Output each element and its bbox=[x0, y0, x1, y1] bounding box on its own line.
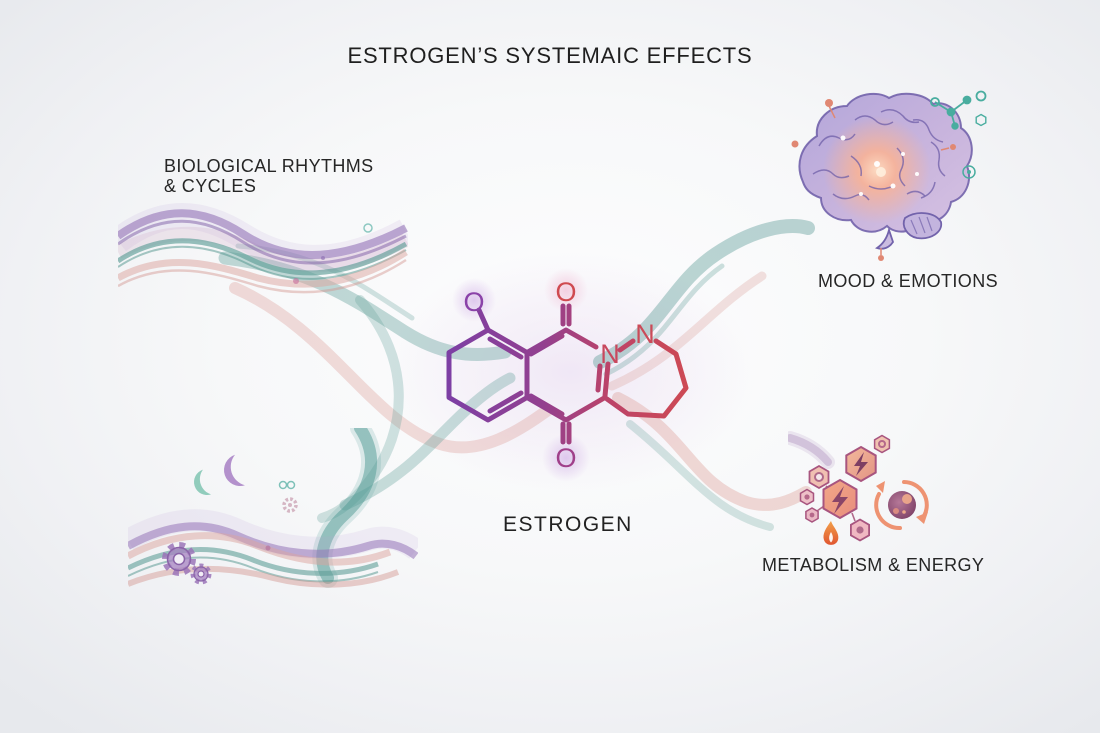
biological-rhythms-waves-illustration bbox=[118, 203, 408, 294]
tiny-gear-icon bbox=[282, 497, 298, 513]
gear-small-icon bbox=[190, 563, 212, 585]
molecule-atoms: O O O N N bbox=[463, 277, 654, 473]
wave-dot-icon bbox=[293, 278, 299, 284]
wave-pink bbox=[128, 532, 392, 566]
wave-purple bbox=[118, 209, 408, 259]
cycles-waves-illustration bbox=[128, 428, 418, 588]
estrogen-molecule-illustration: O O O N N bbox=[446, 268, 689, 482]
ribbon-brain-teal bbox=[593, 219, 815, 369]
neural-network-nodes-icon bbox=[930, 90, 987, 130]
ribbon-brain-pink bbox=[607, 271, 767, 391]
atom-n-outer: N bbox=[635, 319, 655, 349]
wave-pink bbox=[118, 249, 408, 288]
wave-teal bbox=[118, 238, 408, 276]
ribbon-metabolism-teal bbox=[626, 420, 774, 531]
brainstem bbox=[874, 226, 894, 250]
page-title: ESTROGEN’S SYSTEMAIC EFFECTS bbox=[347, 43, 753, 68]
label-mood-emotions: MOOD & EMOTIONS bbox=[818, 271, 999, 291]
atom-o-top: O bbox=[555, 277, 576, 307]
molecule-bonds bbox=[446, 303, 689, 445]
ribbon-tail bbox=[788, 434, 832, 466]
cycle-arrowhead bbox=[876, 481, 885, 493]
brain-illustration bbox=[791, 90, 987, 261]
tiny-rings-icon bbox=[278, 480, 288, 490]
atom-o-left: O bbox=[463, 287, 484, 317]
label-biological-line1: BIOLOGICAL RHYTHMS bbox=[164, 156, 374, 176]
brain-sparkles bbox=[840, 135, 919, 196]
metabolism-icons-illustration bbox=[788, 431, 929, 545]
wave-teal bbox=[128, 547, 379, 576]
ribbon-metabolism-pink bbox=[612, 392, 812, 511]
cycle-arrowhead bbox=[916, 512, 928, 524]
flame-icon bbox=[823, 521, 839, 545]
label-biological-rhythms: BIOLOGICAL RHYTHMS& CYCLES bbox=[164, 156, 374, 196]
gear-large-icon bbox=[162, 542, 196, 576]
label-metabolism-energy: METABOLISM & ENERGY bbox=[762, 555, 985, 575]
cell-cycle-icon bbox=[874, 480, 929, 531]
ribbon-left-vertical-teal bbox=[317, 295, 404, 523]
label-biological-line2: & CYCLES bbox=[164, 176, 257, 196]
ribbon-brain-teal-edge bbox=[603, 263, 725, 377]
atom-n-inner: N bbox=[600, 339, 620, 369]
lightning-bolt-icon bbox=[854, 452, 868, 476]
synapse-dots-icon bbox=[791, 99, 956, 261]
wave-ring-icon bbox=[363, 223, 373, 233]
small-hexagon-icon bbox=[873, 434, 891, 454]
atom-o-bottom: O bbox=[555, 443, 576, 473]
ribbon-bottomleft-teal bbox=[339, 372, 516, 511]
ribbon-topleft-pink bbox=[229, 282, 554, 454]
lightning-bolt-icon bbox=[832, 486, 848, 514]
molecule-label: ESTROGEN bbox=[503, 513, 633, 536]
wave-purple bbox=[128, 522, 418, 560]
target-ring-icon bbox=[962, 165, 976, 179]
hexagon-outline-icon bbox=[975, 113, 987, 127]
brain-gyri-lines bbox=[812, 109, 946, 201]
crescent-moon-purple-icon bbox=[224, 454, 245, 486]
crescent-moon-teal-icon bbox=[194, 469, 212, 495]
